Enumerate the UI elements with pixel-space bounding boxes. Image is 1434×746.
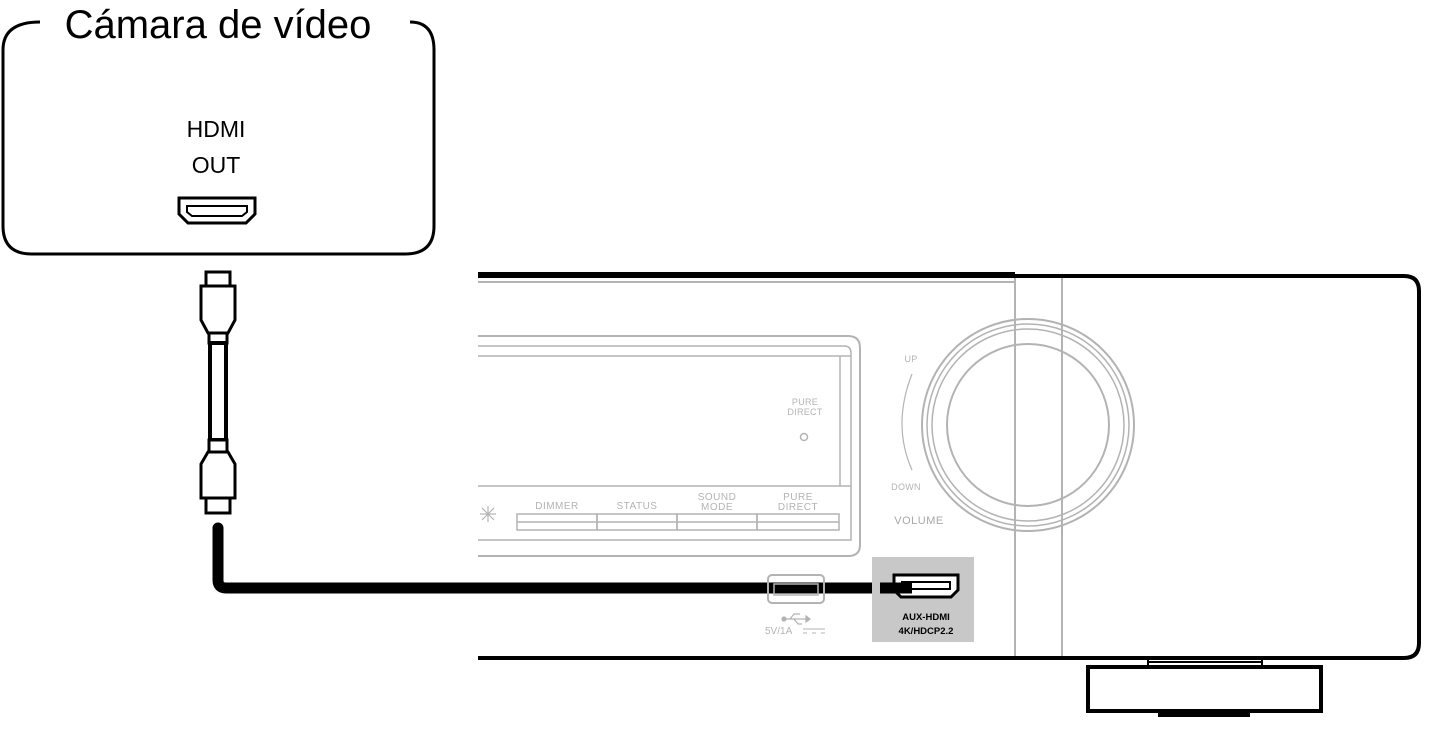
front-button-row bbox=[516, 513, 840, 531]
sound-mode-button-label-line1: SOUND bbox=[698, 492, 737, 503]
cable-segment-lower bbox=[212, 522, 916, 594]
receiver-foot bbox=[1086, 660, 1323, 717]
camera-title: Cámara de vídeo bbox=[65, 3, 372, 47]
volume-down-label: DOWN bbox=[891, 482, 921, 492]
av-receiver: PURE DIRECT DIMMER STATUS SOUND MODE PUR… bbox=[478, 272, 1421, 717]
dc-symbol bbox=[803, 628, 825, 634]
hdmi-plug-top bbox=[199, 270, 237, 345]
illumination-icon bbox=[480, 506, 496, 522]
hdmi-out-port-icon bbox=[177, 196, 257, 225]
camera-box-outline bbox=[1, 20, 436, 256]
hdmi-out-label-line2: OUT bbox=[192, 152, 241, 178]
status-button-label: STATUS bbox=[617, 501, 658, 512]
aux-hdmi-label-line2: 4K/HDCP2.2 bbox=[899, 626, 954, 637]
pure-direct-button-label-line2: DIRECT bbox=[778, 502, 818, 513]
usb-icon bbox=[781, 613, 811, 625]
dimmer-button-label: DIMMER bbox=[535, 501, 579, 512]
hdmi-out-label-line1: HDMI bbox=[187, 116, 246, 142]
hdmi-plug-bottom bbox=[199, 438, 237, 515]
usb-port[interactable] bbox=[767, 574, 825, 604]
volume-arc bbox=[901, 373, 913, 471]
pure-direct-indicator-line2: DIRECT bbox=[787, 407, 823, 417]
pure-direct-indicator-line1: PURE bbox=[792, 397, 818, 407]
video-camera-box: Cámara de vídeo HDMI OUT bbox=[1, 3, 436, 256]
volume-up-label: UP bbox=[904, 354, 917, 364]
usb-power-label: 5V/1A bbox=[765, 626, 793, 637]
volume-label: VOLUME bbox=[894, 515, 943, 527]
pure-direct-button-label-line1: PURE bbox=[783, 492, 813, 503]
pure-direct-led bbox=[799, 432, 809, 442]
display-panel: PURE DIRECT bbox=[478, 335, 861, 557]
volume-knob[interactable] bbox=[921, 318, 1135, 532]
cable-segment-upper bbox=[208, 341, 228, 442]
sound-mode-button-label-line2: MODE bbox=[701, 502, 733, 513]
aux-hdmi-label-line1: AUX-HDMI bbox=[902, 612, 950, 623]
aux-hdmi-highlight bbox=[872, 557, 974, 642]
receiver-body-outline bbox=[478, 274, 1421, 660]
hdmi-cable bbox=[199, 270, 916, 594]
